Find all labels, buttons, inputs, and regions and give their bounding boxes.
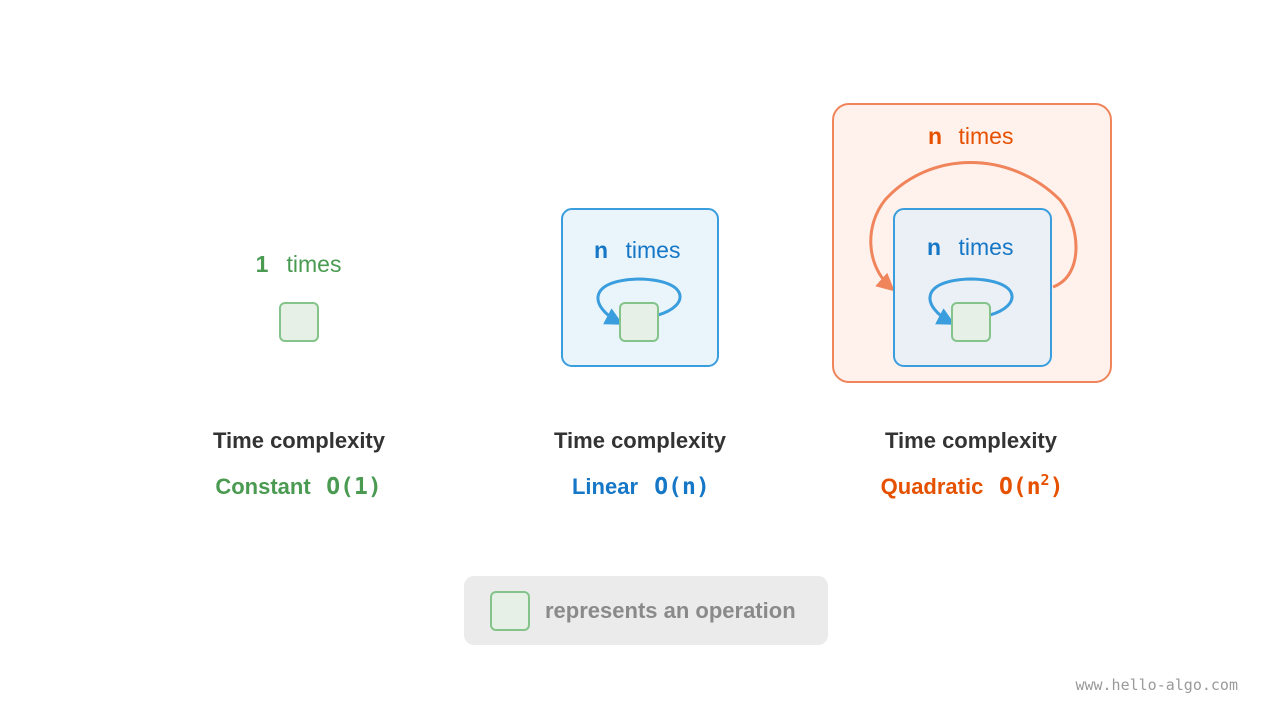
linear-operation-box xyxy=(619,302,659,342)
constant-heading: Time complexity xyxy=(213,428,386,453)
quadratic-group: n times n times Time complexity Quadrati… xyxy=(832,103,1112,500)
quadratic-inner-count-label: n xyxy=(927,234,941,260)
linear-count-label: n xyxy=(594,237,608,263)
linear-loop-arrow xyxy=(596,277,682,325)
legend: represents an operation xyxy=(464,576,828,645)
legend-background xyxy=(464,576,828,645)
quadratic-name: Quadratic xyxy=(881,474,984,499)
quadratic-inner-loop-arrow xyxy=(928,277,1014,325)
constant-notation: O(1) xyxy=(326,474,381,500)
quadratic-inner-loop-box xyxy=(893,208,1052,367)
watermark: www.hello-algo.com xyxy=(1075,676,1238,694)
quadratic-notation: O(n2) xyxy=(999,471,1063,500)
quadratic-outer-loop-arrow xyxy=(869,161,1078,292)
linear-loop-box xyxy=(561,208,719,367)
quadratic-outer-count-label: n xyxy=(928,123,942,149)
quadratic-outer-times-label: times xyxy=(959,123,1014,149)
linear-heading: Time complexity xyxy=(554,428,727,453)
legend-text: represents an operation xyxy=(545,598,796,623)
constant-times-label: times xyxy=(287,251,342,277)
linear-name: Linear xyxy=(572,474,638,499)
constant-count-label: 1 xyxy=(256,251,269,277)
linear-times-label: times xyxy=(626,237,681,263)
quadratic-notation-close: ) xyxy=(1050,474,1064,500)
quadratic-notation-base: O(n xyxy=(999,474,1041,500)
constant-group: 1 times Time complexity Constant O(1) xyxy=(213,251,386,500)
legend-operation-box xyxy=(490,591,530,631)
quadratic-operation-box xyxy=(951,302,991,342)
quadratic-heading: Time complexity xyxy=(885,428,1058,453)
constant-name: Constant xyxy=(215,474,311,499)
quadratic-notation-exponent: 2 xyxy=(1041,471,1050,489)
constant-operation-box xyxy=(279,302,319,342)
linear-notation: O(n) xyxy=(654,474,709,500)
linear-group: n times Time complexity Linear O(n) xyxy=(554,208,727,500)
quadratic-inner-times-label: times xyxy=(959,234,1014,260)
